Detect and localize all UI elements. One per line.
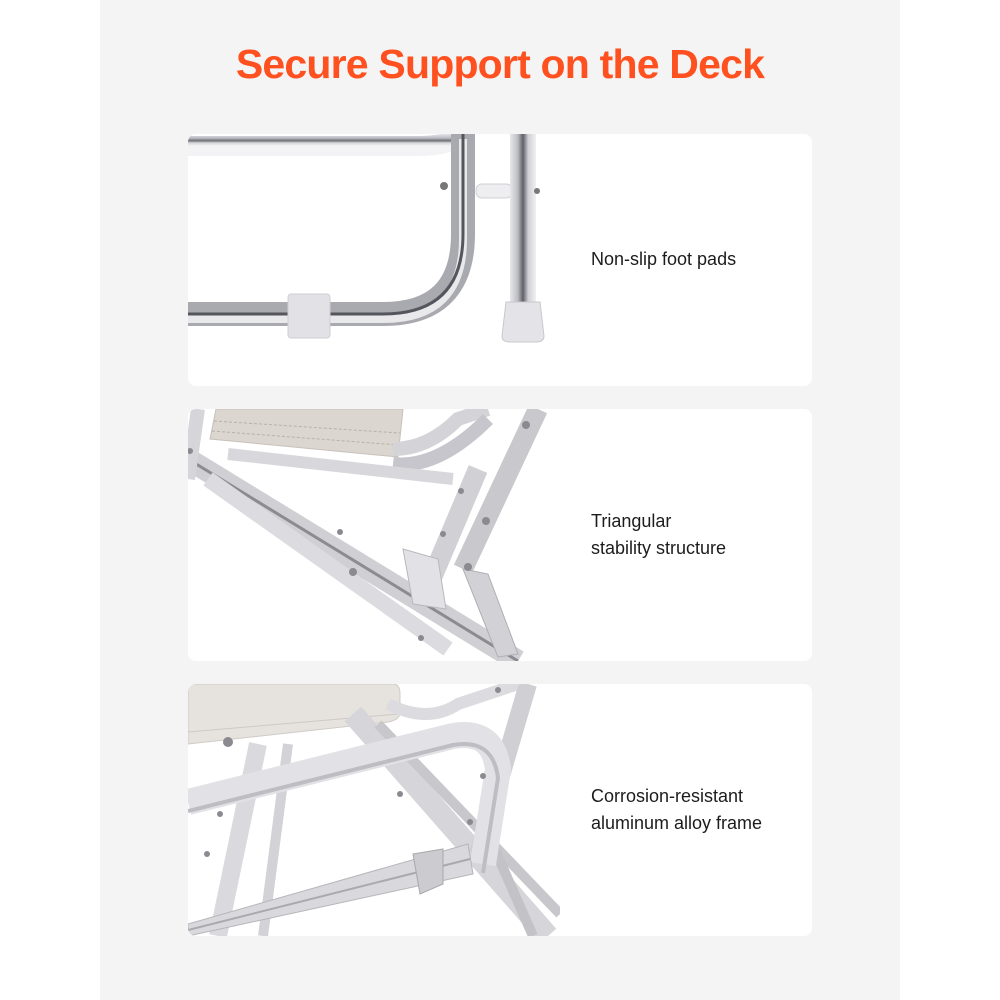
page-title: Secure Support on the Deck	[235, 41, 765, 87]
feature-card-aluminum-frame: Corrosion-resistant aluminum alloy frame	[188, 684, 812, 936]
feature-label-line: Corrosion-resistant	[591, 786, 744, 806]
feature-label: Corrosion-resistant aluminum alloy frame	[591, 783, 801, 837]
feature-card-triangular-structure: Triangular stability structure	[188, 409, 812, 661]
feature-label-line: Triangular	[591, 511, 672, 531]
feature-label: Non-slip foot pads	[591, 249, 737, 269]
feature-label-line: aluminum alloy frame	[591, 813, 763, 833]
chair-leg-foot-pad-photo	[188, 134, 560, 386]
feature-label-line: stability structure	[591, 538, 727, 558]
aluminum-frame-photo	[188, 684, 560, 936]
feature-label: Triangular stability structure	[591, 508, 801, 562]
triangular-frame-photo	[188, 409, 560, 661]
feature-card-foot-pads: Non-slip foot pads	[188, 134, 812, 386]
